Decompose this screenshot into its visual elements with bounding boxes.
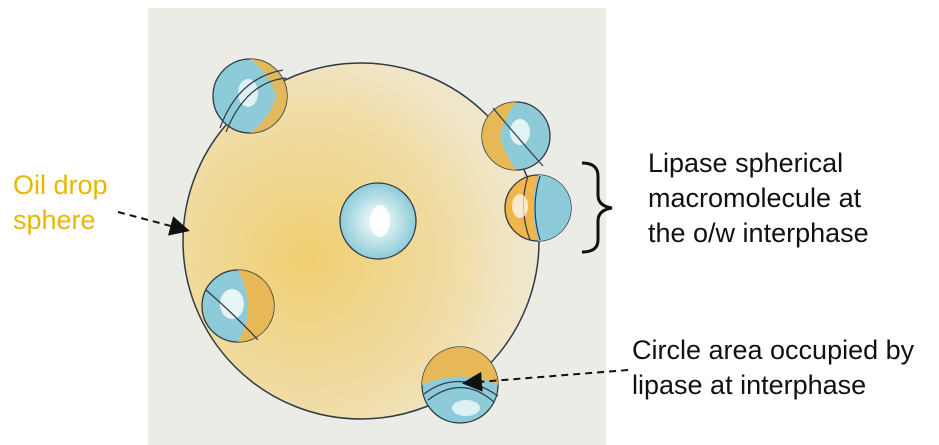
- bracket-icon: [582, 163, 612, 252]
- circle-area-label: Circle area occupied by lipase at interp…: [632, 333, 914, 403]
- circle-area-arrow: [466, 370, 628, 383]
- oil-drop-label: Oil drop sphere: [13, 168, 108, 238]
- oil-drop-arrow: [118, 212, 186, 230]
- lipase-sphere-label: Lipase spherical macromolecule at the o/…: [648, 146, 869, 251]
